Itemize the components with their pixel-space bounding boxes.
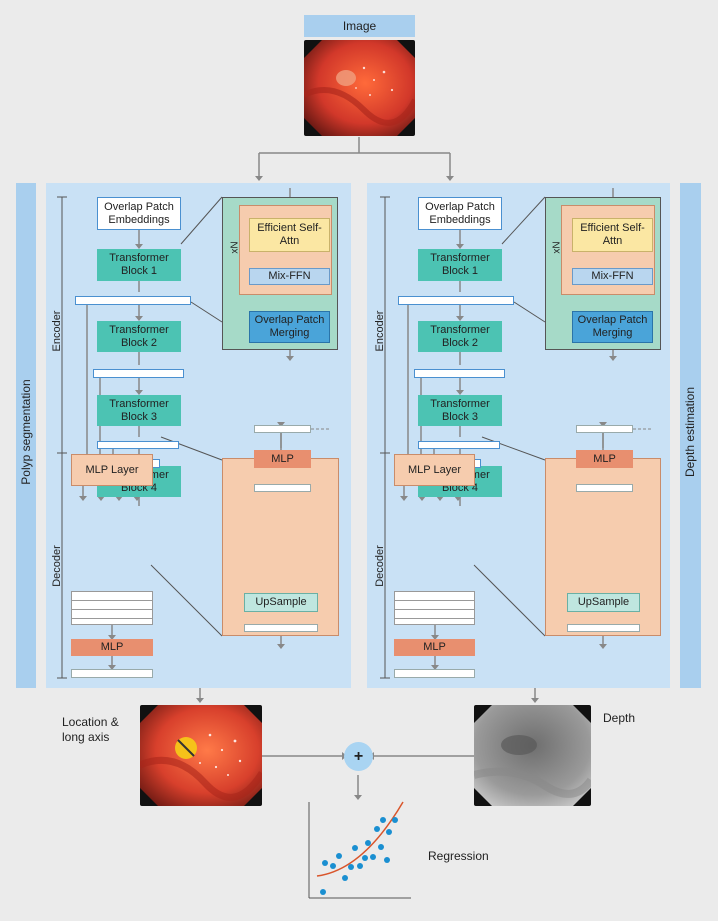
right-feature-bar-2 [414,369,505,378]
location-long-axis-label: Location & long axis [62,715,119,744]
regression-label: Regression [428,849,489,863]
right-feature-bar-3 [418,441,500,449]
left-output-bar [71,669,153,678]
right-decoder-detail-mlp: MLP [576,450,633,468]
right-mlp: MLP [394,639,475,656]
right-decoder-feature-stack [394,591,475,625]
right-decoder-detail-bar-1 [576,425,633,433]
left-mlp-layer: MLP Layer [71,454,153,486]
polyp-segmentation-sidebar: Polyp segmentation [16,183,36,688]
right-mlp-layer: MLP Layer [394,454,475,486]
left-overlap-patch-embeddings: Overlap Patch Embeddings [97,197,181,230]
left-mix-ffn: Mix-FFN [249,268,330,285]
left-decoder-detail-upsample: UpSample [244,593,318,612]
left-transformer-block-3: Transformer Block 3 [97,395,181,426]
image-label: Image [304,15,415,37]
right-output-bar [394,669,475,678]
left-decoder-detail-bar-2 [254,484,311,492]
left-decoder-detail-bar-3 [244,624,318,632]
right-encoder-label: Encoder [374,310,386,352]
left-overlap-patch-merging: Overlap Patch Merging [249,311,330,343]
right-transformer-block-3: Transformer Block 3 [418,395,502,426]
segmentation-output-image [140,705,262,806]
input-endoscopy-image [304,40,415,136]
left-transformer-block-1: Transformer Block 1 [97,249,181,281]
depth-estimation-sidebar: Depth estimation [680,183,701,688]
left-efficient-self-attn: Efficient Self-Attn [249,218,330,252]
left-decoder-detail-bar-1 [254,425,311,433]
right-decoder-detail-bar-3 [567,624,640,632]
left-decoder-detail-mlp: MLP [254,450,311,468]
right-decoder-detail-upsample: UpSample [567,593,640,612]
left-transformer-block-2: Transformer Block 2 [97,321,181,352]
left-mlp: MLP [71,639,153,656]
right-transformer-block-2: Transformer Block 2 [418,321,502,352]
right-xn-label: xN [551,241,563,254]
right-overlap-patch-embeddings: Overlap Patch Embeddings [418,197,502,230]
right-efficient-self-attn: Efficient Self-Attn [572,218,653,252]
left-decoder-feature-stack [71,591,153,625]
right-overlap-patch-merging: Overlap Patch Merging [572,311,653,343]
right-feature-bar-1 [398,296,514,305]
right-transformer-block-1: Transformer Block 1 [418,249,502,281]
left-feature-bar-3 [97,441,179,449]
right-decoder-detail-bar-2 [576,484,633,492]
right-mix-ffn: Mix-FFN [572,268,653,285]
depth-output-image [474,705,591,806]
left-feature-bar-2 [93,369,184,378]
left-feature-bar-1 [75,296,191,305]
regression-plot [303,800,415,904]
combine-plus-icon: + [344,742,373,771]
depth-label: Depth [603,711,636,725]
right-decoder-label: Decoder [374,545,386,587]
